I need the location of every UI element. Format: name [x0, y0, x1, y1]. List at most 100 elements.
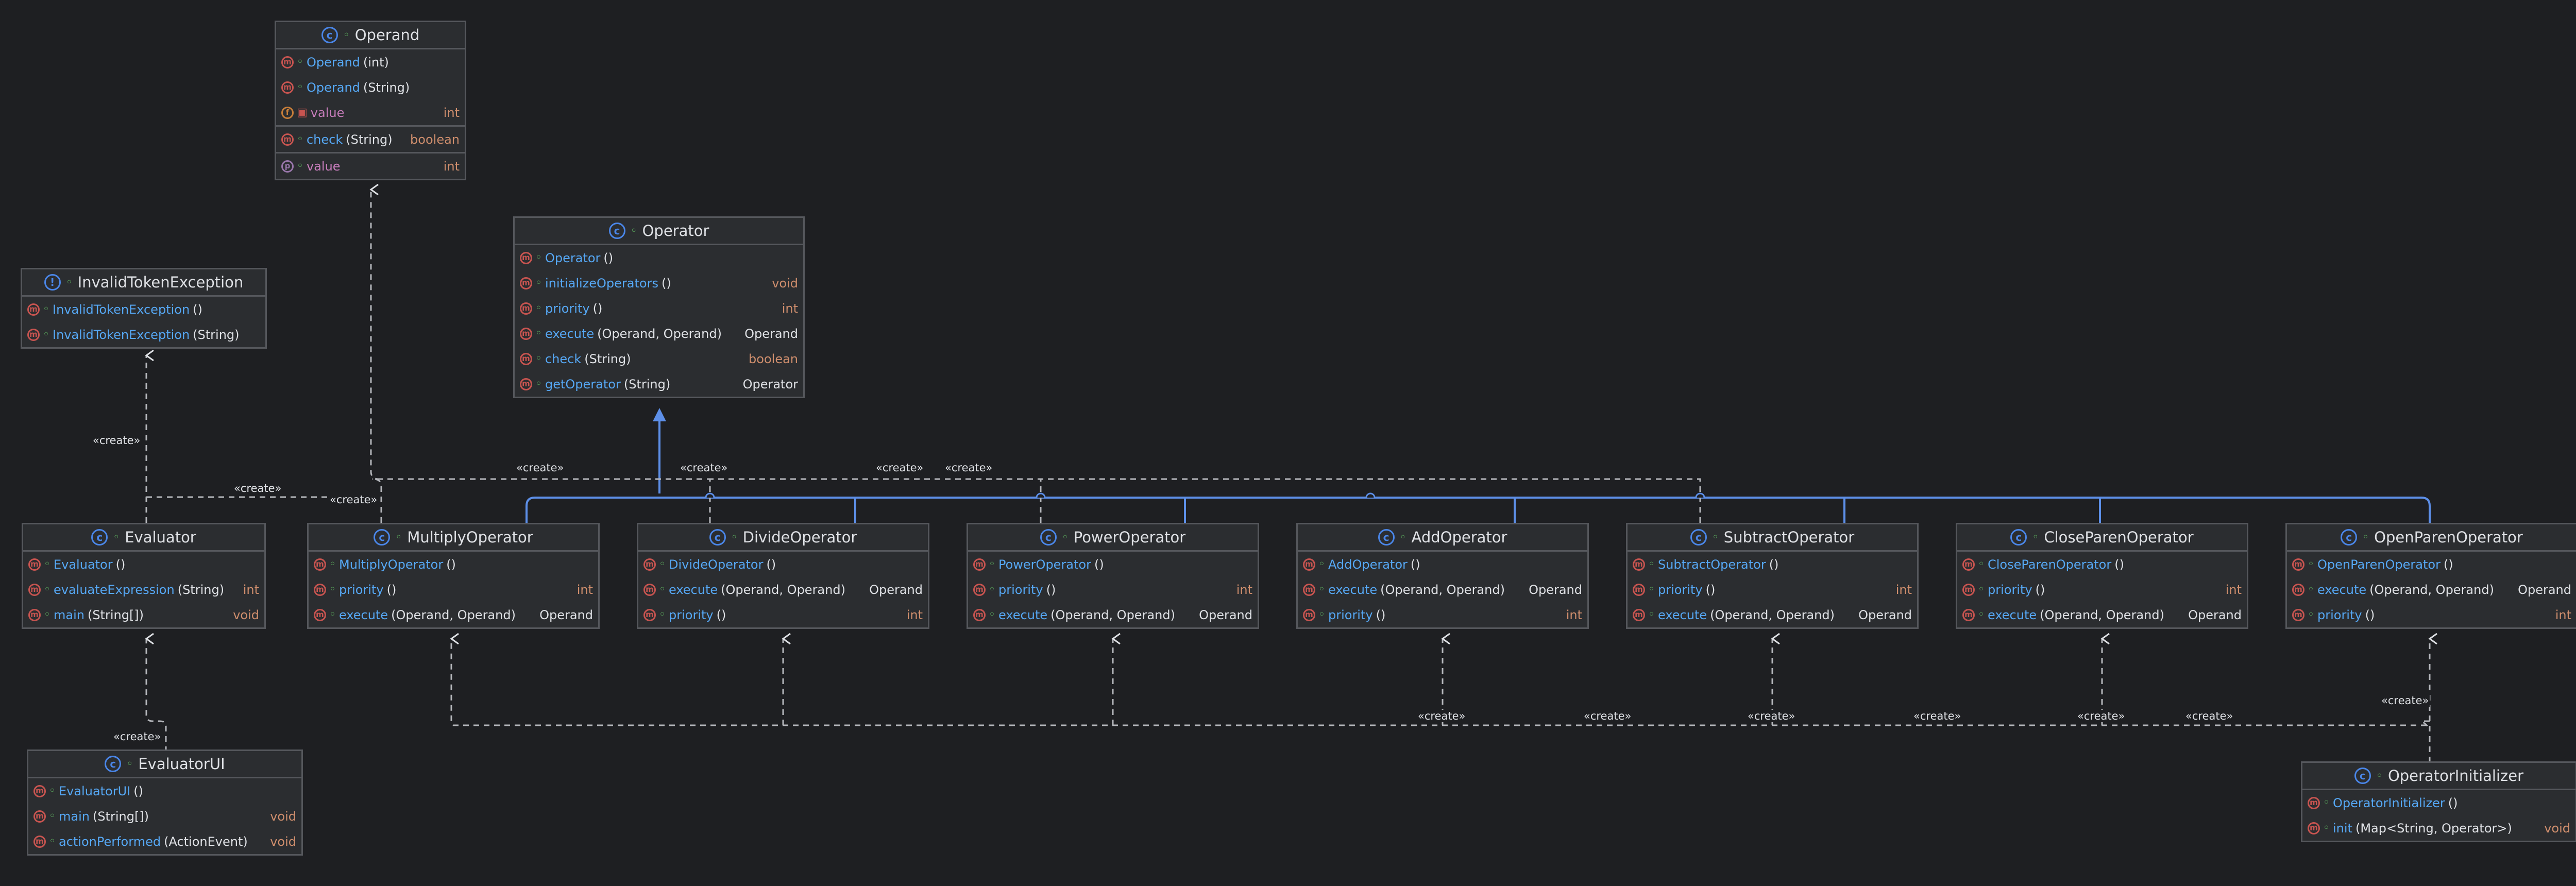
create-label: «create» [1417, 710, 1467, 722]
class-member[interactable]: m◦SubtractOperator() [1628, 552, 1917, 577]
class-member[interactable]: m◦priority()int [2287, 602, 2576, 627]
class-member[interactable]: m◦priority()int [968, 577, 1258, 602]
member-type: Operand [2188, 607, 2242, 622]
class-member[interactable]: m◦init(Map<String, Operator>)void [2302, 815, 2575, 841]
class-member[interactable]: m◦initializeOperators()void [515, 270, 803, 296]
public-visibility-icon: ◦ [49, 835, 56, 848]
class-header[interactable]: c◦Operator [515, 218, 803, 245]
class-header[interactable]: c◦OperatorInitializer [2302, 763, 2575, 790]
class-member[interactable]: m◦evaluateExpression(String)int [23, 577, 264, 602]
class-header[interactable]: c◦Operand [276, 22, 465, 49]
member-name: execute [545, 326, 595, 341]
member-name: priority [1328, 607, 1373, 622]
class-member[interactable]: m◦Operator() [515, 245, 803, 270]
class-header[interactable]: !◦InvalidTokenException [22, 269, 265, 297]
class-member[interactable]: m◦priority()int [515, 296, 803, 321]
member-params: (Operand, Operand) [2040, 607, 2164, 622]
member-params: () [1769, 557, 1779, 572]
class-member[interactable]: m◦priority()int [638, 602, 928, 627]
class-header[interactable]: c◦Evaluator [23, 524, 264, 552]
class-member[interactable]: m◦MultiplyOperator() [309, 552, 598, 577]
member-type: Operand [869, 582, 923, 597]
class-member[interactable]: m◦check(String)boolean [515, 346, 803, 371]
class-member[interactable]: m◦PowerOperator() [968, 552, 1258, 577]
class-member[interactable]: m◦priority()int [1957, 577, 2247, 602]
class-member[interactable]: m◦OperatorInitializer() [2302, 790, 2575, 815]
class-member[interactable]: m◦check(String)boolean [276, 127, 465, 154]
class-header[interactable]: c◦MultiplyOperator [309, 524, 598, 552]
class-member[interactable]: m◦Evaluator() [23, 552, 264, 577]
method-icon: m [314, 558, 326, 571]
class-member[interactable]: m◦InvalidTokenException(String) [22, 322, 265, 347]
class-member[interactable]: m◦OpenParenOperator() [2287, 552, 2576, 577]
class-header[interactable]: c◦AddOperator [1298, 524, 1587, 552]
class-member[interactable]: m◦execute(Operand, Operand)Operand [1957, 602, 2247, 627]
member-type: void [2544, 821, 2570, 836]
class-header[interactable]: c◦CloseParenOperator [1957, 524, 2247, 552]
class-header[interactable]: c◦PowerOperator [968, 524, 1258, 552]
member-params: () [766, 557, 776, 572]
class-header[interactable]: c◦EvaluatorUI [28, 751, 301, 778]
member-params: () [2114, 557, 2124, 572]
member-name: check [545, 351, 582, 366]
class-member[interactable]: m◦InvalidTokenException() [22, 297, 265, 322]
method-icon: m [973, 608, 986, 621]
class-member[interactable]: m◦DivideOperator() [638, 552, 928, 577]
class-member[interactable]: m◦execute(Operand, Operand)Operand [1298, 577, 1587, 602]
member-type: int [906, 607, 923, 622]
create-label: «create» [515, 462, 565, 474]
class-header[interactable]: c◦DivideOperator [638, 524, 928, 552]
class-member[interactable]: m◦CloseParenOperator() [1957, 552, 2247, 577]
class-member[interactable]: m◦actionPerformed(ActionEvent)void [28, 829, 301, 854]
member-name: priority [998, 582, 1043, 597]
member-params: (String) [193, 327, 240, 342]
method-icon: m [33, 810, 46, 823]
public-visibility-icon: ◦ [49, 785, 56, 797]
class-member[interactable]: m◦getOperator(String)Operator [515, 371, 803, 397]
class-member[interactable]: m◦execute(Operand, Operand)Operand [309, 602, 598, 627]
public-visibility-icon: ◦ [329, 583, 336, 596]
member-name: execute [998, 607, 1048, 622]
create-label: «create» [329, 493, 379, 506]
class-header[interactable]: c◦SubtractOperator [1628, 524, 1917, 552]
method-icon: m [1633, 583, 1645, 596]
class-member[interactable]: m◦Operand(int) [276, 49, 465, 75]
member-params: () [2443, 557, 2453, 572]
class-member[interactable]: m◦priority()int [1628, 577, 1917, 602]
inheritance-edges [526, 412, 2431, 523]
method-icon: m [281, 81, 294, 94]
class-member[interactable]: m◦execute(Operand, Operand)Operand [515, 321, 803, 346]
class-member[interactable]: m◦priority()int [309, 577, 598, 602]
class-member[interactable]: m◦execute(Operand, Operand)Operand [2287, 577, 2576, 602]
class-member[interactable]: m◦main(String[])void [28, 804, 301, 829]
class-member[interactable]: m◦priority()int [1298, 602, 1587, 627]
class-member[interactable]: m◦execute(Operand, Operand)Operand [638, 577, 928, 602]
class-header[interactable]: c◦OpenParenOperator [2287, 524, 2576, 552]
member-name: AddOperator [1328, 557, 1408, 572]
class-member[interactable]: m◦EvaluatorUI() [28, 778, 301, 804]
class-member[interactable]: m◦AddOperator() [1298, 552, 1587, 577]
class-member[interactable]: m◦execute(Operand, Operand)Operand [968, 602, 1258, 627]
class-member[interactable]: m◦Operand(String) [276, 75, 465, 100]
member-name: execute [668, 582, 718, 597]
class-member[interactable]: m◦main(String[])void [23, 602, 264, 627]
public-visibility-icon: ◦ [2376, 769, 2383, 782]
class-member[interactable]: m◦execute(Operand, Operand)Operand [1628, 602, 1917, 627]
member-name: execute [1657, 607, 1707, 622]
public-visibility-icon: ◦ [1978, 558, 1985, 571]
